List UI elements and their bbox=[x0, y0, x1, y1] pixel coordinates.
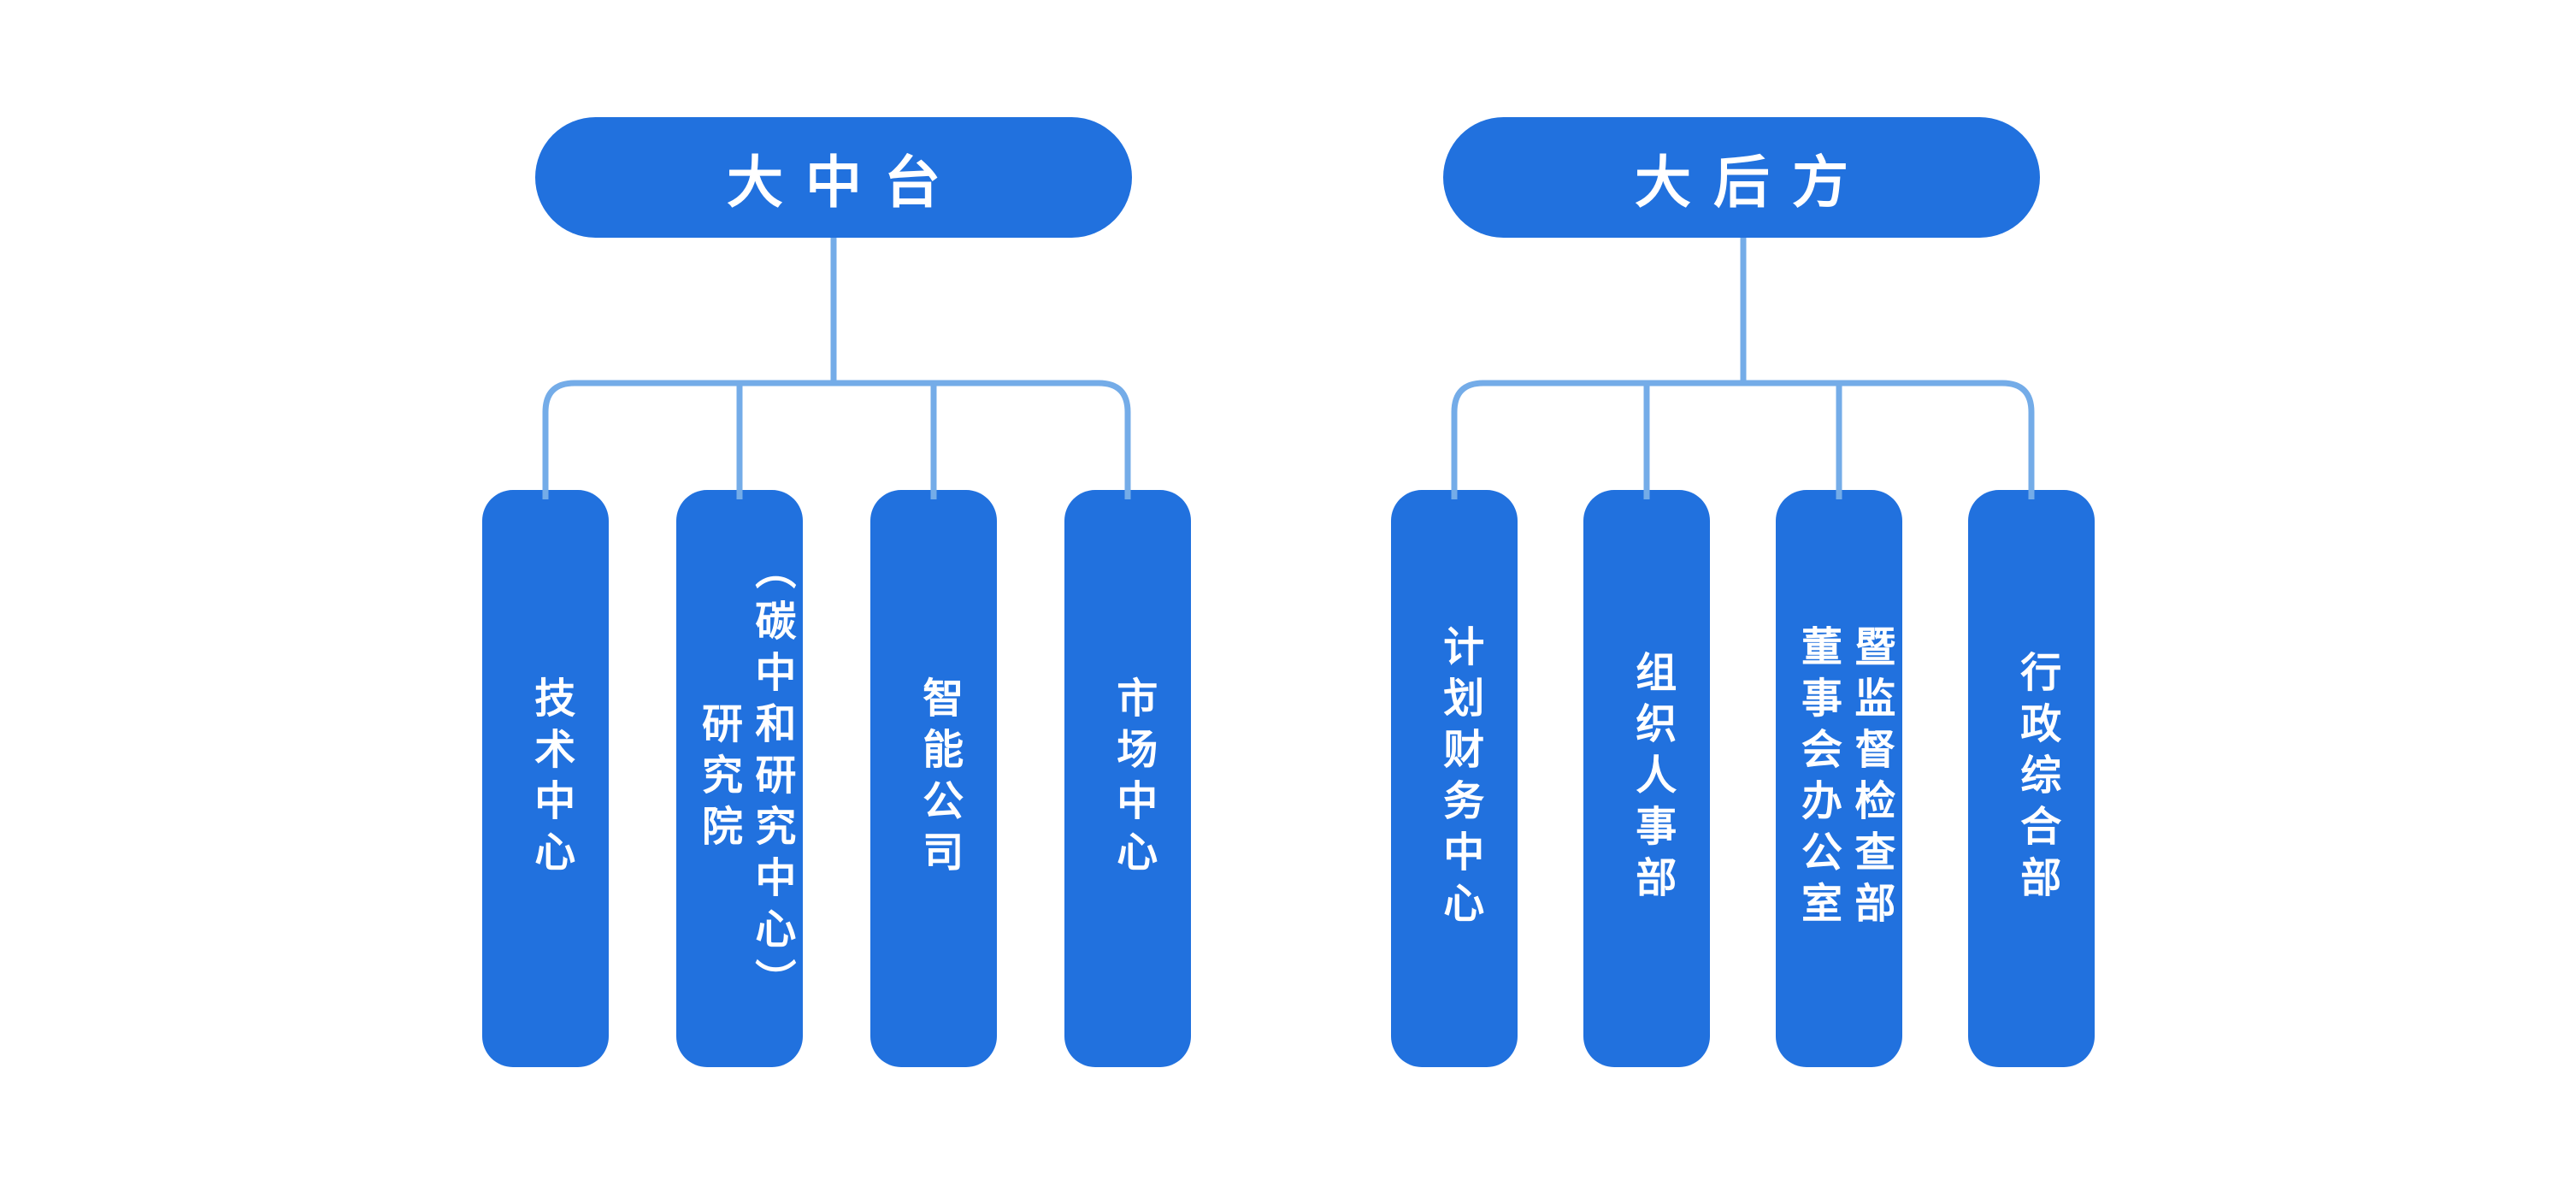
child-node-label: 计划财务中心 bbox=[1435, 624, 1484, 933]
child-node-admin-general-dept[interactable]: 行政综合部 bbox=[1968, 490, 2095, 1067]
child-node-organization-personnel-dept[interactable]: 组织人事部 bbox=[1583, 490, 1710, 1067]
child-node-label: 市场中心 bbox=[1109, 676, 1158, 882]
child-node-label: 行政综合部 bbox=[2013, 650, 2061, 907]
parent-node-dahoufang[interactable]: 大后方 bbox=[1443, 117, 2040, 238]
parent-node-label: 大后方 bbox=[1635, 149, 1871, 215]
parent-node-dazhongtai[interactable]: 大中台 bbox=[535, 117, 1132, 238]
child-node-planning-finance-center[interactable]: 计划财务中心 bbox=[1391, 490, 1518, 1067]
connector-right-rail bbox=[1451, 380, 2035, 499]
child-node-research-institute[interactable]: 研究院 （碳中和研究中心） bbox=[676, 490, 803, 1067]
connector-left-rail bbox=[542, 380, 1131, 499]
child-node-market-center[interactable]: 市场中心 bbox=[1064, 490, 1191, 1067]
child-node-label: 技术中心 bbox=[527, 676, 575, 882]
child-node-label: 智能公司 bbox=[915, 676, 964, 882]
child-node-label: 组织人事部 bbox=[1628, 650, 1677, 907]
child-node-tech-center[interactable]: 技术中心 bbox=[482, 490, 609, 1067]
child-node-board-office-supervision-dept[interactable]: 董事会办公室 暨监督检查部 bbox=[1776, 490, 1902, 1067]
child-node-intelligent-company[interactable]: 智能公司 bbox=[870, 490, 997, 1067]
child-node-label: 研究院 （碳中和研究中心） bbox=[694, 547, 796, 1010]
parent-node-label: 大中台 bbox=[727, 149, 963, 215]
child-node-label: 董事会办公室 暨监督检查部 bbox=[1794, 624, 1895, 933]
